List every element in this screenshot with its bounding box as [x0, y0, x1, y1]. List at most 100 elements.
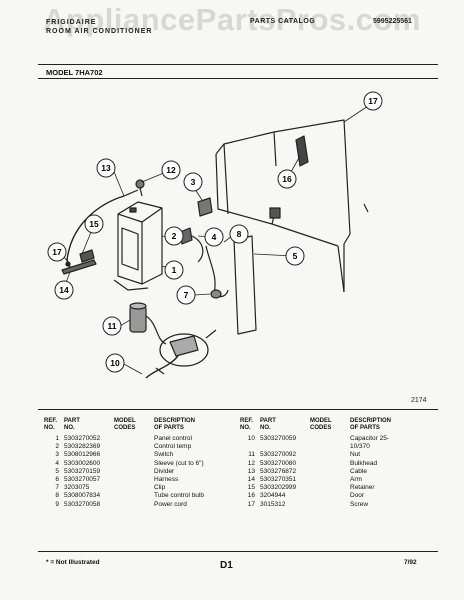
table-row: 4 5303002600 Sleeve (cut to 6") [44, 460, 240, 468]
callout-13: 13 [96, 158, 116, 178]
ref-number: 6 [55, 475, 59, 483]
callout-1: 1 [164, 260, 184, 280]
part-number: 5303270080 [260, 459, 297, 467]
table-row: 6 5303270057 Harness [44, 476, 240, 484]
svg-text:5: 5 [293, 251, 298, 261]
model-codes [310, 492, 350, 500]
exploded-parts-diagram: 17 12 13 3 16 15 2 4 8 5 1 17 14 7 11 10 [38, 84, 438, 399]
ref-number: 7 [55, 484, 59, 492]
ref-number: 5 [55, 467, 59, 475]
ref-number: 16 [247, 492, 255, 500]
ref-number: 15 [247, 484, 255, 492]
capacitor [129, 305, 147, 333]
callout-8: 8 [229, 224, 249, 244]
part-description: Tube control bulb [154, 492, 204, 500]
ref-number: 11 [248, 451, 255, 459]
model-label: MODEL 7HA702 [46, 68, 103, 77]
svg-text:17: 17 [52, 247, 62, 257]
callout-10: 11 [102, 316, 122, 336]
part-description: Power cord [154, 500, 187, 508]
footnote: * = Not Illustrated [46, 559, 100, 566]
callout-15: 15 [84, 214, 104, 234]
model-codes [310, 476, 350, 484]
brand-line-1: FRIGIDAIRE [46, 19, 97, 26]
svg-text:4: 4 [212, 232, 217, 242]
model-codes [114, 468, 154, 476]
screw [65, 261, 71, 267]
callout-9: 10 [105, 353, 125, 373]
part-description: Sleeve (cut to 6") [154, 459, 204, 467]
part-number: 5303002600 [64, 459, 101, 467]
bulkhead-outline [215, 119, 351, 292]
part-description: Door [350, 492, 365, 500]
model-codes [114, 460, 154, 468]
header-rule [38, 64, 438, 65]
callout-14: 14 [54, 280, 74, 300]
brand-header: FRIGIDAIRE ROOM AIR CONDITIONER [46, 18, 152, 36]
page-number: D1 [220, 560, 233, 571]
callout-11: 12 [161, 160, 181, 180]
ref-number: 13 [247, 467, 255, 475]
part-description: Switch [154, 451, 174, 459]
svg-text:15: 15 [89, 219, 99, 229]
part-number: 5303270052 [64, 435, 101, 442]
part-description: Divider [154, 467, 175, 475]
retainer [79, 249, 95, 263]
part-number: 5303276872 [260, 467, 297, 475]
model-codes [310, 460, 350, 468]
diagram-svg: 17 12 13 3 16 15 2 4 8 5 1 17 14 7 11 10 [47, 91, 383, 379]
model-codes [114, 435, 154, 443]
part-number: 5303270059 [260, 435, 297, 442]
clip [210, 289, 222, 299]
sleeve-tube [205, 245, 216, 295]
part-description: Harness [154, 475, 179, 483]
table-row: 10/370 [240, 443, 436, 451]
svg-text:11: 11 [108, 321, 117, 331]
part-number: 5303202999 [260, 484, 297, 492]
model-codes [114, 492, 154, 500]
switch [197, 197, 213, 217]
svg-text:12: 12 [166, 165, 176, 175]
part-description: Capacitor 25- [350, 435, 390, 442]
part-description: Panel control [154, 435, 192, 442]
callout-12: 17 [363, 91, 383, 111]
ref-number [240, 443, 260, 451]
part-description: 10/370 [350, 443, 370, 451]
svg-text:17: 17 [368, 96, 378, 106]
part-number: 3015312 [260, 500, 286, 508]
model-codes [310, 435, 350, 443]
part-description: Nut [350, 451, 361, 459]
ref-number: 12 [247, 459, 255, 467]
part-number: 5303270057 [64, 475, 101, 483]
part-number: 5303270159 [64, 467, 101, 475]
ref-number: 1 [55, 435, 59, 442]
ref-number: 14 [247, 475, 255, 483]
part-number: 5303282369 [64, 443, 101, 451]
svg-text:1: 1 [172, 265, 177, 275]
table-top-rule [38, 409, 438, 410]
ref-number: 4 [55, 459, 59, 467]
brand-line-2: ROOM AIR CONDITIONER [46, 28, 153, 35]
table-row: 14 5303270351 Arm [240, 476, 436, 484]
model-codes [310, 468, 350, 476]
catalog-number: 5995225561 [373, 18, 412, 25]
part-description: Arm [350, 475, 362, 483]
watermark: AppliancePartsPros.com [43, 2, 421, 37]
callout-4: 4 [204, 227, 224, 247]
svg-text:16: 16 [282, 174, 292, 184]
part-description: Screw [350, 500, 369, 508]
callout-2: 2 [164, 226, 184, 246]
part-description: Control temp [154, 443, 192, 451]
part-number: 5303270351 [260, 475, 297, 483]
